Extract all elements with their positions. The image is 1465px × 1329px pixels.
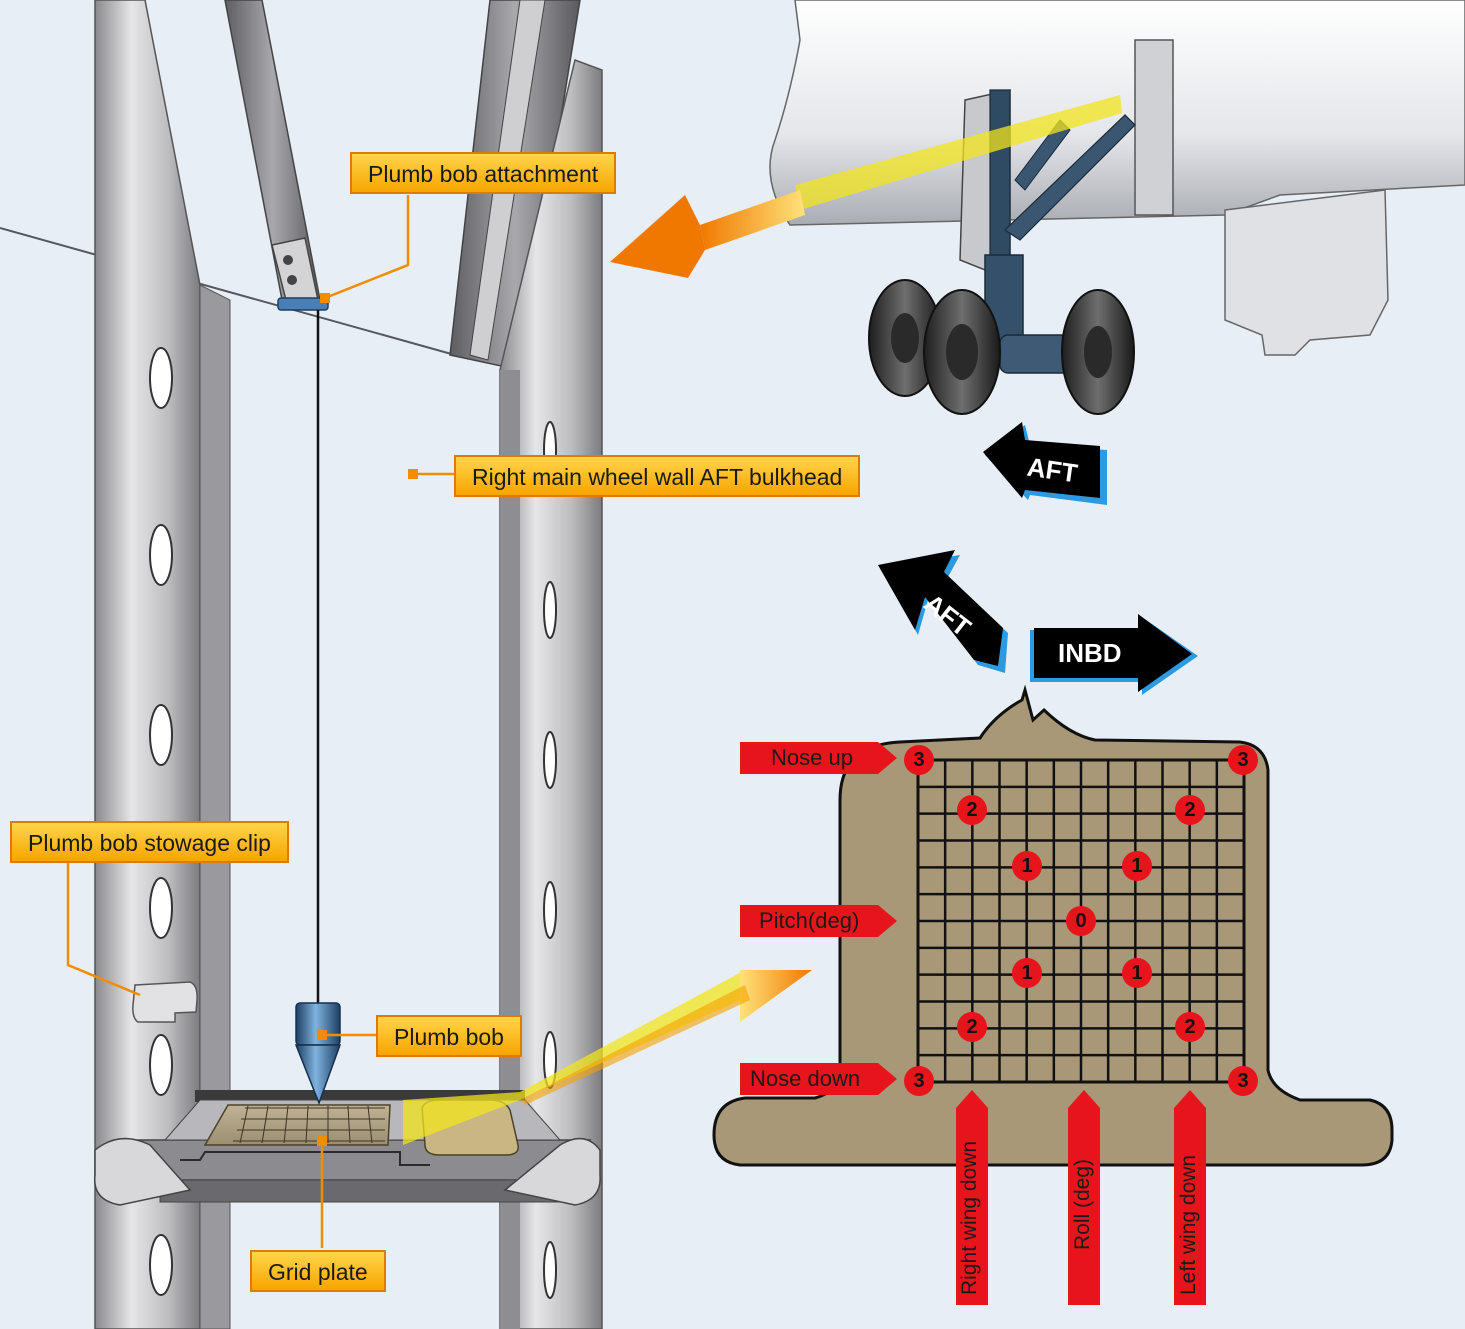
grid-number: 0 [1066, 906, 1096, 936]
plumb-bob-attachment-callout: Plumb bob attachment [350, 152, 617, 194]
grid-number: 3 [904, 745, 934, 775]
plumb-bob-shape [294, 1002, 342, 1106]
attachment-bracket [271, 237, 329, 311]
beam-arrow-head-upper [610, 195, 705, 278]
grid-number: 2 [957, 795, 987, 825]
nose-down-label: Nose down [750, 1066, 861, 1091]
nose-up-arrow [740, 742, 897, 774]
grid-number: 3 [1228, 745, 1258, 775]
stowage-clip-callout: Plumb bob stowage clip [10, 821, 289, 863]
plumb-bob-callout: Plumb bob [376, 1015, 522, 1057]
pitch-label: Pitch(deg) [759, 908, 860, 933]
right-wing-down-arrow [956, 1090, 988, 1305]
pitch-arrow [740, 905, 897, 937]
left-wing-down-arrow [1174, 1090, 1206, 1305]
landing-gear-illustration [769, 0, 1465, 415]
grid-plate-callout: Grid plate [250, 1250, 386, 1292]
grid-number: 2 [957, 1012, 987, 1042]
aft-arrow-upper [983, 422, 1107, 505]
grid-number: 1 [1122, 958, 1152, 988]
wall-edge-line [0, 227, 456, 356]
grid-number: 3 [1228, 1066, 1258, 1096]
grid-plate-detail [712, 684, 1394, 1167]
grid-number: 1 [1122, 851, 1152, 881]
left-wing-down-label: Left wing down [1177, 1154, 1200, 1295]
aft-arrow-lower [878, 550, 1008, 673]
sight-beam-upper [795, 95, 1122, 210]
grid-number: 1 [1012, 958, 1042, 988]
grid-number: 3 [904, 1066, 934, 1096]
nose-up-label: Nose up [771, 745, 853, 770]
right-frame [499, 59, 603, 1329]
bulkhead-callout: Right main wheel wall AFT bulkhead [454, 455, 861, 497]
inbd-arrow [1030, 614, 1198, 695]
grid-number: 2 [1175, 1012, 1205, 1042]
stowage-clip-shape [132, 981, 198, 1023]
beam-arrow-head-lower [740, 970, 812, 1022]
right-wing-down-label: Right wing down [958, 1140, 981, 1295]
callout-leaders [66, 195, 455, 1248]
grid-number: 2 [1175, 795, 1205, 825]
roll-label: Roll (deg) [1071, 1158, 1094, 1250]
inbd-label: INBD [1058, 638, 1122, 668]
sight-beam-lower [403, 970, 745, 1145]
grid-number: 1 [1012, 851, 1042, 881]
roll-arrow [1068, 1090, 1100, 1305]
nose-down-arrow [740, 1063, 897, 1095]
